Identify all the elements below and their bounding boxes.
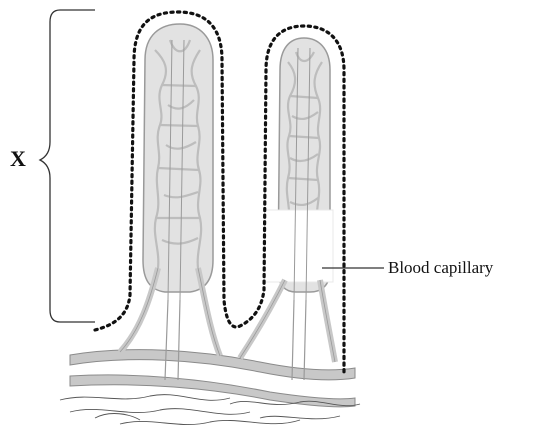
label-blood-capillary: Blood capillary <box>388 258 493 278</box>
right-villus <box>240 38 335 380</box>
capillary-highlight-box <box>265 210 333 282</box>
bracket-x <box>40 10 95 322</box>
label-x: X <box>10 146 26 172</box>
